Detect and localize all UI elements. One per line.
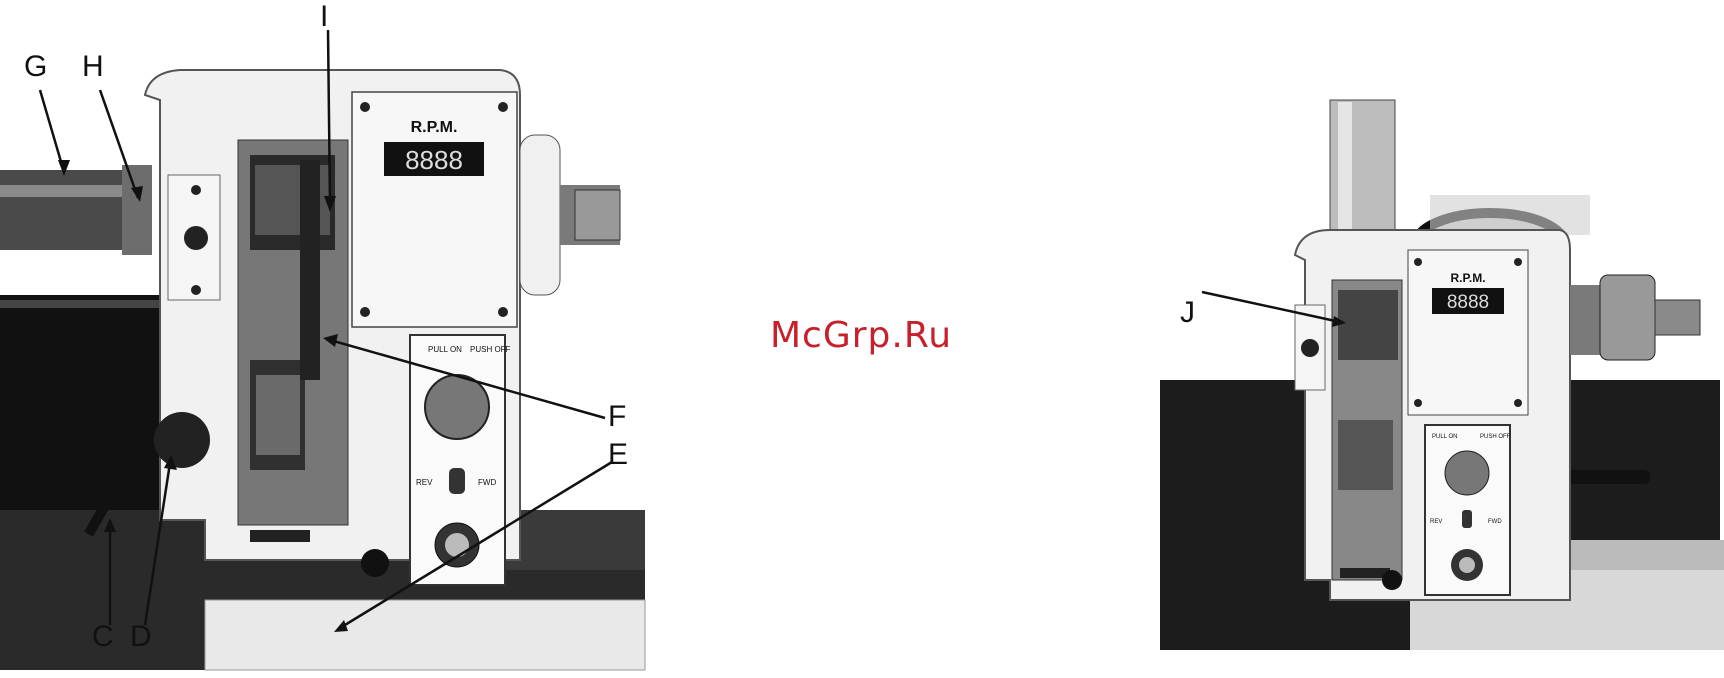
pull-on-label-right: PULL ON	[1432, 434, 1457, 440]
rev-label-right: REV	[1430, 519, 1442, 525]
callout-g: G	[24, 52, 47, 82]
lathe-headstock-figure-right: R.P.M. 8888 PULL ON PUSH OFF REV FWD	[1160, 90, 1724, 673]
lock-handle	[154, 412, 210, 468]
push-off-label-right: PUSH OFF	[1480, 434, 1511, 440]
callout-c: C	[92, 622, 114, 652]
callout-e: E	[608, 440, 628, 470]
rpm-display-digits: 8888	[405, 145, 463, 175]
watermark: McGrp.Ru	[770, 315, 952, 356]
fwd-label-right: FWD	[1488, 519, 1502, 525]
callout-f: F	[608, 402, 626, 432]
rev-fwd-switch[interactable]	[449, 468, 465, 494]
rev-fwd-switch-right[interactable]	[1462, 510, 1472, 528]
lathe-headstock-drawing-right: R.P.M. 8888 PULL ON PUSH OFF REV FWD	[1160, 90, 1724, 673]
power-button[interactable]	[425, 375, 489, 439]
rev-label: REV	[416, 478, 433, 487]
lathe-headstock-figure-left: R.P.M. 8888 PULL ON PUSH OFF REV FWD	[0, 0, 650, 673]
fwd-label: FWD	[478, 478, 496, 487]
rpm-label-right: R.P.M.	[1450, 271, 1485, 285]
pull-on-label: PULL ON	[428, 345, 462, 354]
callout-j: J	[1180, 298, 1195, 328]
rpm-label: R.P.M.	[411, 119, 458, 136]
power-button-right[interactable]	[1445, 451, 1489, 495]
callout-i: I	[320, 2, 328, 32]
rpm-display-digits-right: 8888	[1447, 292, 1489, 313]
push-off-label: PUSH OFF	[470, 345, 511, 354]
callout-d: D	[130, 622, 152, 652]
callout-h: H	[82, 52, 104, 82]
lathe-headstock-drawing-left: R.P.M. 8888 PULL ON PUSH OFF REV FWD	[0, 0, 650, 673]
